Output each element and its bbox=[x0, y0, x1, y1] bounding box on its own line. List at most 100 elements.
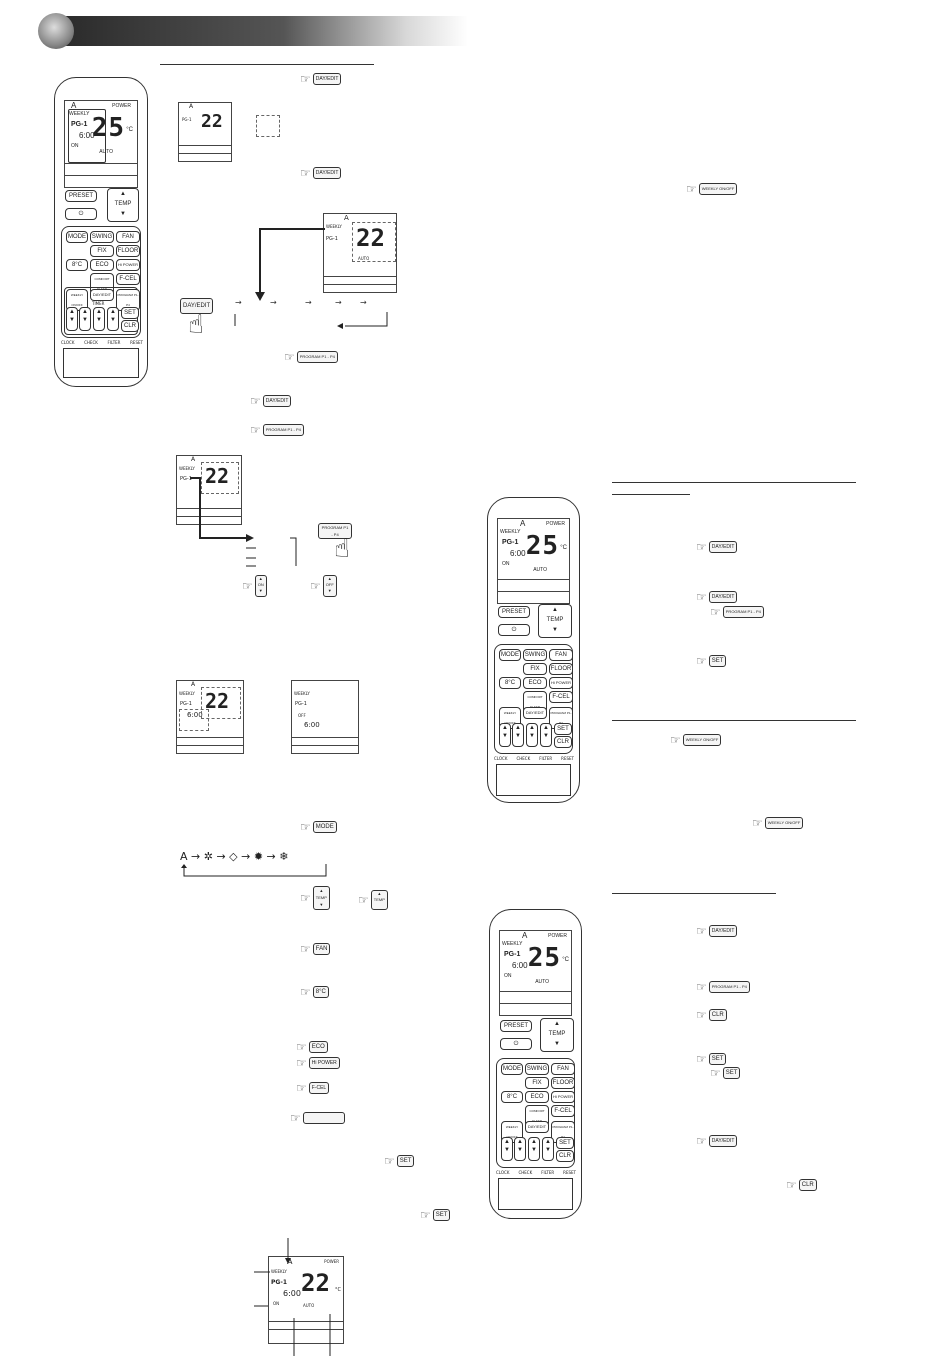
eight-c-button[interactable]: 8°C bbox=[501, 1091, 523, 1103]
fcel-key: F-CEL bbox=[308, 1082, 330, 1094]
fan-button[interactable]: FAN bbox=[551, 1063, 575, 1075]
eco-button[interactable]: ECO bbox=[90, 259, 114, 271]
temp-down-ref: ☞ ▲TEMP bbox=[358, 890, 388, 910]
svg-text:→: → bbox=[360, 298, 367, 307]
mode-button[interactable]: MODE bbox=[66, 231, 88, 243]
swing-button[interactable]: SWING bbox=[90, 231, 114, 243]
fix-button[interactable]: FIX bbox=[90, 245, 114, 257]
dayedit-button[interactable]: DAY/EDIT bbox=[523, 707, 547, 719]
fix-button[interactable]: FIX bbox=[523, 663, 547, 675]
program-press-key: PROGRAM P1 - P4 bbox=[318, 523, 352, 539]
hand-pointer-icon: ☞ bbox=[310, 579, 321, 593]
mode-button[interactable]: MODE bbox=[499, 649, 521, 661]
weekly-key-ref: ☞ WEEKLY ON/OFF bbox=[686, 182, 738, 196]
eco-button[interactable]: ECO bbox=[525, 1091, 549, 1103]
timer-on-up[interactable]: ▲▼ bbox=[499, 723, 511, 747]
fan-key: FAN bbox=[312, 943, 331, 955]
hipower-button[interactable]: Hi POWER bbox=[549, 677, 573, 689]
hand-pointer-icon: ☞ bbox=[250, 423, 261, 437]
floor-button[interactable]: FLOOR bbox=[549, 663, 573, 675]
dayedit-button[interactable]: DAY/EDIT bbox=[90, 289, 114, 301]
lcd-callout-lines bbox=[254, 1238, 331, 1356]
hipower-key-ref: ☞ Hi POWER bbox=[296, 1056, 340, 1070]
swing-button[interactable]: SWING bbox=[523, 649, 547, 661]
lcd-power: POWER bbox=[112, 103, 131, 109]
remote-lcd: A POWER WEEKLY PG-1 6:00 ON 25 °C AUTO bbox=[497, 518, 570, 604]
hand-pointer-icon: ☞ bbox=[696, 1008, 707, 1022]
floor-button[interactable]: FLOOR bbox=[116, 245, 140, 257]
lcd-diagram-day: A WEEKLY PG-1 22 AUTO bbox=[323, 213, 397, 293]
eco-button[interactable]: ECO bbox=[523, 677, 547, 689]
timer-off-up[interactable]: ▲▼ bbox=[526, 723, 538, 747]
clr-button[interactable]: CLR bbox=[121, 320, 139, 332]
lcd-thumb-1: A 22 PG-1 bbox=[178, 102, 232, 162]
remote-control-left: A POWER WEEKLY PG-1 6:00 ON 25 °C AUTO P… bbox=[54, 77, 148, 387]
swing-button[interactable]: SWING bbox=[525, 1063, 549, 1075]
dayedit-button[interactable]: DAY/EDIT bbox=[525, 1121, 549, 1133]
program-key-ref: ☞ PROGRAM P1 - P4 bbox=[284, 350, 338, 364]
preset-button[interactable]: PRESET bbox=[65, 190, 97, 202]
power-button[interactable]: ⏻ bbox=[498, 624, 530, 636]
hipower-button[interactable]: Hi POWER bbox=[116, 259, 140, 271]
timer-off-down[interactable]: ▲▼ bbox=[540, 723, 552, 747]
program-key: PROGRAM P1 - P4 bbox=[722, 606, 764, 618]
fan-button[interactable]: FAN bbox=[549, 649, 573, 661]
eight-c-button[interactable]: 8°C bbox=[66, 259, 88, 271]
temp-rocker[interactable]: ▲TEMP▼ bbox=[540, 1018, 574, 1052]
temp-rocker[interactable]: ▲TEMP▼ bbox=[107, 188, 139, 222]
set-key: SET bbox=[708, 655, 727, 667]
hand-pointer-icon: ☞ bbox=[420, 1208, 431, 1222]
timer-on-up[interactable]: ▲▼ bbox=[66, 307, 78, 331]
svg-text:→: → bbox=[235, 298, 242, 307]
dayedit-key: DAY/EDIT bbox=[708, 925, 738, 937]
set-key-ref-r3: ☞ SET bbox=[710, 1066, 741, 1080]
power-button[interactable]: ⏻ bbox=[65, 208, 97, 220]
timer-off-down[interactable]: ▲▼ bbox=[107, 307, 119, 331]
fan-button[interactable]: FAN bbox=[116, 231, 140, 243]
power-button[interactable]: ⏻ bbox=[500, 1038, 532, 1050]
fix-button[interactable]: FIX bbox=[525, 1077, 549, 1089]
hipower-button[interactable]: Hi POWER bbox=[551, 1091, 575, 1103]
weekly-key: WEEKLY ON/OFF bbox=[764, 817, 804, 829]
header-circle bbox=[38, 13, 74, 49]
set-button[interactable]: SET bbox=[556, 1137, 574, 1149]
dayedit-key: DAY/EDIT bbox=[708, 541, 738, 553]
hand-pointer-icon: ☞ bbox=[300, 820, 311, 834]
eco-key: ECO bbox=[308, 1041, 328, 1053]
hand-pointer-icon: ☞ bbox=[786, 1178, 797, 1192]
preset-button[interactable]: PRESET bbox=[500, 1020, 532, 1032]
pressing-hand-icon: ☝ bbox=[188, 310, 204, 340]
hand-pointer-icon: ☞ bbox=[686, 182, 697, 196]
set-button[interactable]: SET bbox=[121, 307, 139, 319]
day-cycle-diagram: →→→ →→ bbox=[234, 228, 388, 329]
timer-on-up[interactable]: ▲▼ bbox=[501, 1137, 513, 1161]
timer-on-down[interactable]: ▲▼ bbox=[79, 307, 91, 331]
temp-rocker[interactable]: ▲TEMP▼ bbox=[538, 604, 572, 638]
timer-on-down[interactable]: ▲▼ bbox=[514, 1137, 526, 1161]
clr-button[interactable]: CLR bbox=[556, 1150, 574, 1162]
clr-key-ref: ☞ CLR bbox=[696, 1008, 727, 1022]
floor-button[interactable]: FLOOR bbox=[551, 1077, 575, 1089]
fcel-button[interactable]: F-CEL bbox=[116, 273, 140, 285]
eco-key-ref: ☞ ECO bbox=[296, 1040, 328, 1054]
eight-c-button[interactable]: 8°C bbox=[499, 677, 521, 689]
program-key-ref-r2: ☞ PROGRAM P1 - P4 bbox=[696, 980, 750, 994]
preset-button[interactable]: PRESET bbox=[498, 606, 530, 618]
hand-pointer-icon: ☞ bbox=[752, 816, 763, 830]
remote-lcd: A POWER WEEKLY PG-1 6:00 ON 25 °C AUTO bbox=[64, 100, 138, 188]
set-key-ref-2: ☞ SET bbox=[420, 1208, 451, 1222]
timer-on-down[interactable]: ▲▼ bbox=[512, 723, 524, 747]
temp-up-ref: ☞ ▲TEMP▼ bbox=[300, 886, 330, 910]
timer-off-down[interactable]: ▲▼ bbox=[542, 1137, 554, 1161]
fcel-button[interactable]: F-CEL bbox=[549, 691, 573, 703]
fcel-button[interactable]: F-CEL bbox=[551, 1105, 575, 1117]
mode-button[interactable]: MODE bbox=[501, 1063, 523, 1075]
remote-control-bottom: A POWER WEEKLY PG-1 6:00 ON 25 °C AUTO P… bbox=[489, 909, 582, 1219]
clr-button[interactable]: CLR bbox=[554, 736, 572, 748]
hand-pointer-icon: ☞ bbox=[696, 590, 707, 604]
timer-off-up[interactable]: ▲▼ bbox=[528, 1137, 540, 1161]
lcd-auto: AUTO bbox=[99, 149, 113, 155]
timer-off-up[interactable]: ▲▼ bbox=[93, 307, 105, 331]
set-button[interactable]: SET bbox=[554, 723, 572, 735]
